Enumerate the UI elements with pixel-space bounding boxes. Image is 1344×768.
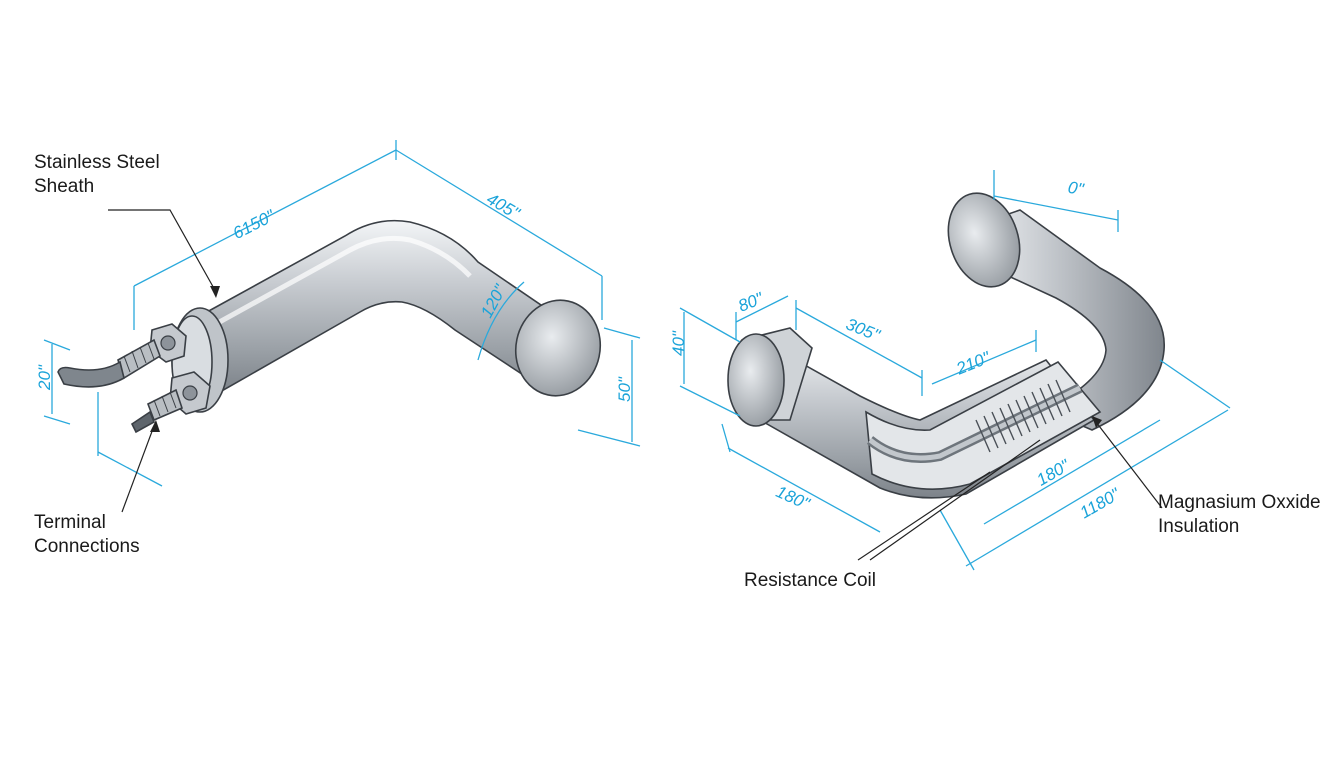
right-top-cap [947, 192, 1021, 288]
right-heater: 0" 40" 80" 305" 210" 180" 180" 1180" Res… [669, 170, 1321, 591]
dim-right-mid: 305" [843, 314, 883, 345]
right-end-cap [727, 333, 785, 427]
left-end-cap [514, 299, 602, 397]
label-terminal-1: Terminal [34, 512, 106, 533]
label-terminal-2: Connections [34, 536, 140, 557]
terminal-stud-lower [130, 388, 183, 434]
dim-left-top: 405" [483, 189, 523, 223]
label-sheath-2: Sheath [34, 176, 94, 197]
dim-right-inner: 210" [953, 348, 994, 379]
dim-right-top: 0" [1066, 178, 1086, 200]
leader-insulation [1095, 421, 1163, 509]
dim-right-end-dia: 40" [669, 330, 688, 356]
terminal-wire [57, 360, 125, 388]
label-coil: Resistance Coil [744, 570, 876, 591]
terminal-stud-upper [117, 338, 161, 380]
leader-sheath [108, 209, 217, 293]
dim-left-terminal: 20" [35, 364, 54, 391]
dim-left-end: 50" [615, 376, 634, 402]
resistance-coil [866, 379, 1083, 463]
label-insulation-2: Insulation [1158, 516, 1239, 537]
dim-right-bottom-mid: 180" [1033, 456, 1073, 490]
dim-right-end-len: 80" [736, 288, 767, 315]
left-heater: 6150" 405" 120" 50" 20" Stainless Steel … [34, 140, 641, 557]
left-tube-lower [195, 219, 561, 394]
leader-terminal [121, 425, 155, 513]
leader-coil-2 [869, 439, 1041, 561]
dim-left-length: 6150" [230, 206, 279, 243]
dim-right-bottom-left: 180" [773, 482, 813, 514]
leader-coil [857, 471, 991, 561]
label-sheath-1: Stainless Steel [34, 152, 160, 173]
left-tube-highlight [203, 235, 472, 333]
dim-right-total: 1180" [1077, 484, 1124, 522]
label-insulation-1: Magnasium Oxxide [1158, 492, 1321, 513]
